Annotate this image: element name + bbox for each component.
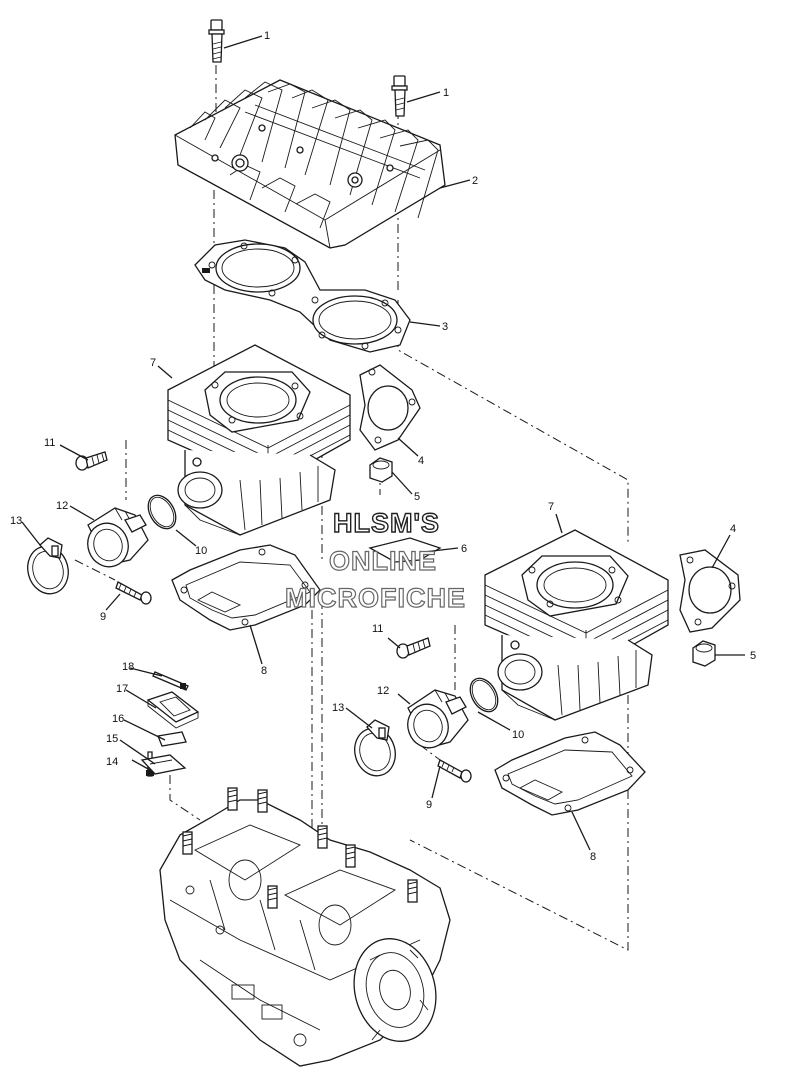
callout-leaders <box>21 35 745 851</box>
callout-2: 2 <box>472 175 478 187</box>
reed-petal-16[interactable] <box>157 731 187 747</box>
callout-10a: 10 <box>195 545 207 557</box>
callout-9b: 9 <box>426 799 432 811</box>
cylinder-head[interactable] <box>174 79 446 249</box>
exhaust-gasket-left[interactable] <box>359 364 421 451</box>
callout-10b: 10 <box>512 729 524 741</box>
exhaust-gasket-right[interactable] <box>679 549 741 633</box>
watermark: HLSM'S ONLINE MICROFICHE <box>284 507 466 613</box>
watermark-line-1: HLSM'S <box>333 508 440 538</box>
base-gasket-left[interactable] <box>171 544 321 631</box>
callout-8a: 8 <box>261 665 267 677</box>
intake-boot-left-12[interactable] <box>82 507 149 573</box>
callout-13b: 13 <box>332 702 344 714</box>
clamp-left-13[interactable] <box>22 537 73 598</box>
bracket-part-6[interactable] <box>368 537 442 563</box>
callout-6: 6 <box>461 543 467 555</box>
screw-left-9[interactable] <box>115 581 152 605</box>
callout-7b: 7 <box>548 501 554 513</box>
callout-8b: 8 <box>590 851 596 863</box>
callout-5b: 5 <box>750 650 756 662</box>
o-ring-right-10[interactable] <box>465 673 504 716</box>
watermark-line-3: MICROFICHE <box>285 583 466 613</box>
callout-13a: 13 <box>10 515 22 527</box>
callout-1b: 1 <box>443 87 449 99</box>
head-bolt-right[interactable] <box>391 75 408 117</box>
callout-17: 17 <box>116 683 128 695</box>
crankcase <box>159 787 451 1067</box>
callout-11b: 11 <box>372 623 383 635</box>
callout-12a: 12 <box>56 500 68 512</box>
o-ring-left-10[interactable] <box>143 490 182 533</box>
callout-11a: 11 <box>44 437 55 449</box>
callout-9a: 9 <box>100 611 106 623</box>
callout-4a: 4 <box>418 455 424 467</box>
callout-1a: 1 <box>264 30 270 42</box>
callout-3: 3 <box>442 321 448 333</box>
screw-right-9[interactable] <box>437 759 472 783</box>
callout-7a: 7 <box>150 357 156 369</box>
exhaust-nut-right[interactable] <box>692 640 716 667</box>
clamp-right-13[interactable] <box>349 719 400 780</box>
watermark-line-2: ONLINE <box>329 546 437 576</box>
callout-18: 18 <box>122 661 134 673</box>
reed-cage-17[interactable] <box>146 691 200 729</box>
head-bolt-left[interactable] <box>208 19 225 63</box>
cylinder-left[interactable] <box>167 344 351 536</box>
exhaust-nut-left[interactable] <box>369 457 393 483</box>
callout-14: 14 <box>106 756 118 768</box>
head-gasket[interactable] <box>194 239 411 353</box>
callout-16: 16 <box>112 713 124 725</box>
callout-12b: 12 <box>377 685 389 697</box>
bolt-left-11[interactable] <box>75 451 108 471</box>
callout-numbers: 1 1 2 3 4 5 6 7 8 9 10 11 12 13 7 4 5 11… <box>10 30 756 863</box>
callout-15: 15 <box>106 733 118 745</box>
bolt-right-11[interactable] <box>396 637 431 659</box>
base-gasket-right[interactable] <box>494 731 646 816</box>
intake-boot-right-12[interactable] <box>402 689 469 754</box>
cylinder-right[interactable] <box>484 529 669 721</box>
callout-4b: 4 <box>730 523 736 535</box>
callout-5a: 5 <box>414 491 420 503</box>
